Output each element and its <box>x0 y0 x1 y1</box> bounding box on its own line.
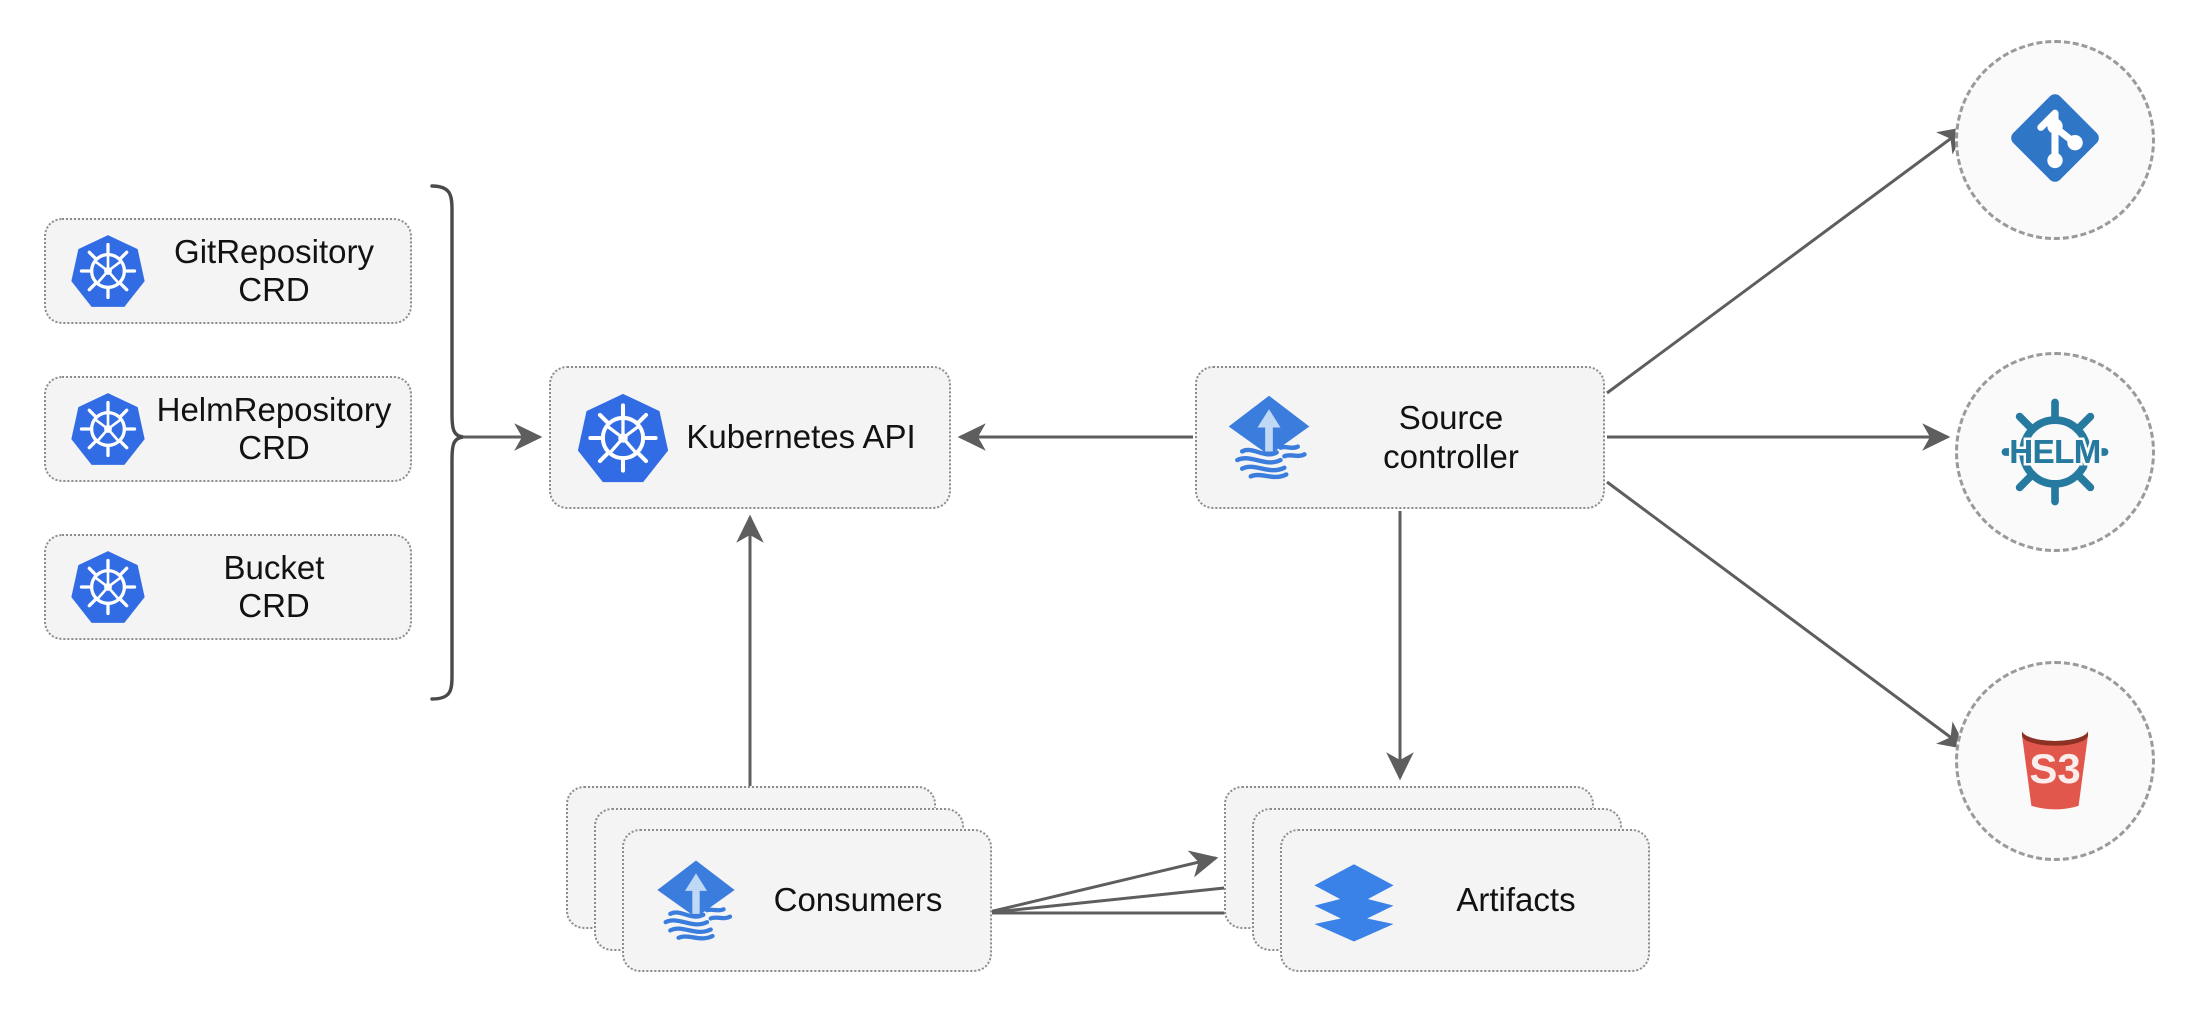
source-circle-helm[interactable]: HELM HELM <box>1955 352 2155 552</box>
helm-wordmark: HELM <box>2007 431 2104 473</box>
node-artifacts-stack[interactable]: Artifacts <box>1224 786 1650 972</box>
kubernetes-icon <box>68 389 148 469</box>
node-label: Kubernetes API <box>686 418 916 456</box>
git-icon <box>1996 79 2114 202</box>
node-artifacts[interactable]: Artifacts <box>1280 829 1650 972</box>
crd-card-bucket[interactable]: Bucket CRD <box>44 534 412 640</box>
crd-card-helmrepository[interactable]: HelmRepository CRD <box>44 376 412 482</box>
crd-card-label: Bucket CRD <box>223 548 325 624</box>
node-kubernetes-api[interactable]: Kubernetes API <box>549 366 951 509</box>
kubernetes-icon <box>575 390 671 486</box>
wire-consumers-to-artifacts-mid <box>984 873 1256 915</box>
wire-source-controller-to-s3 <box>1606 480 1967 750</box>
crd-card-label: HelmRepository CRD <box>156 390 392 466</box>
wire-consumers-to-artifacts-top <box>984 850 1219 915</box>
source-circle-s3[interactable]: S3 <box>1955 661 2155 861</box>
flux-icon <box>1221 390 1317 486</box>
crd-card-label: GitRepository CRD <box>174 232 374 308</box>
crd-group-brace <box>430 184 464 701</box>
s3-icon: S3 <box>1996 702 2114 820</box>
crd-card-gitrepository[interactable]: GitRepository CRD <box>44 218 412 324</box>
kubernetes-icon <box>68 547 148 627</box>
helm-wordmark-fill: HELM <box>2009 433 2101 470</box>
node-source-controller[interactable]: Source controller <box>1195 366 1605 509</box>
node-label: Artifacts <box>1456 881 1576 919</box>
helm-icon: HELM HELM <box>1996 393 2114 511</box>
node-label: Consumers <box>773 881 943 919</box>
s3-wordmark: S3 <box>2029 745 2081 792</box>
node-consumers-stack[interactable]: Consumers <box>566 786 992 972</box>
layers-icon <box>1306 853 1402 949</box>
wire-source-controller-to-git <box>1606 126 1967 395</box>
source-circle-git[interactable] <box>1955 40 2155 240</box>
node-consumers[interactable]: Consumers <box>622 829 992 972</box>
kubernetes-icon <box>68 231 148 311</box>
node-label: Source controller <box>1383 399 1519 475</box>
flux-icon <box>648 853 744 949</box>
